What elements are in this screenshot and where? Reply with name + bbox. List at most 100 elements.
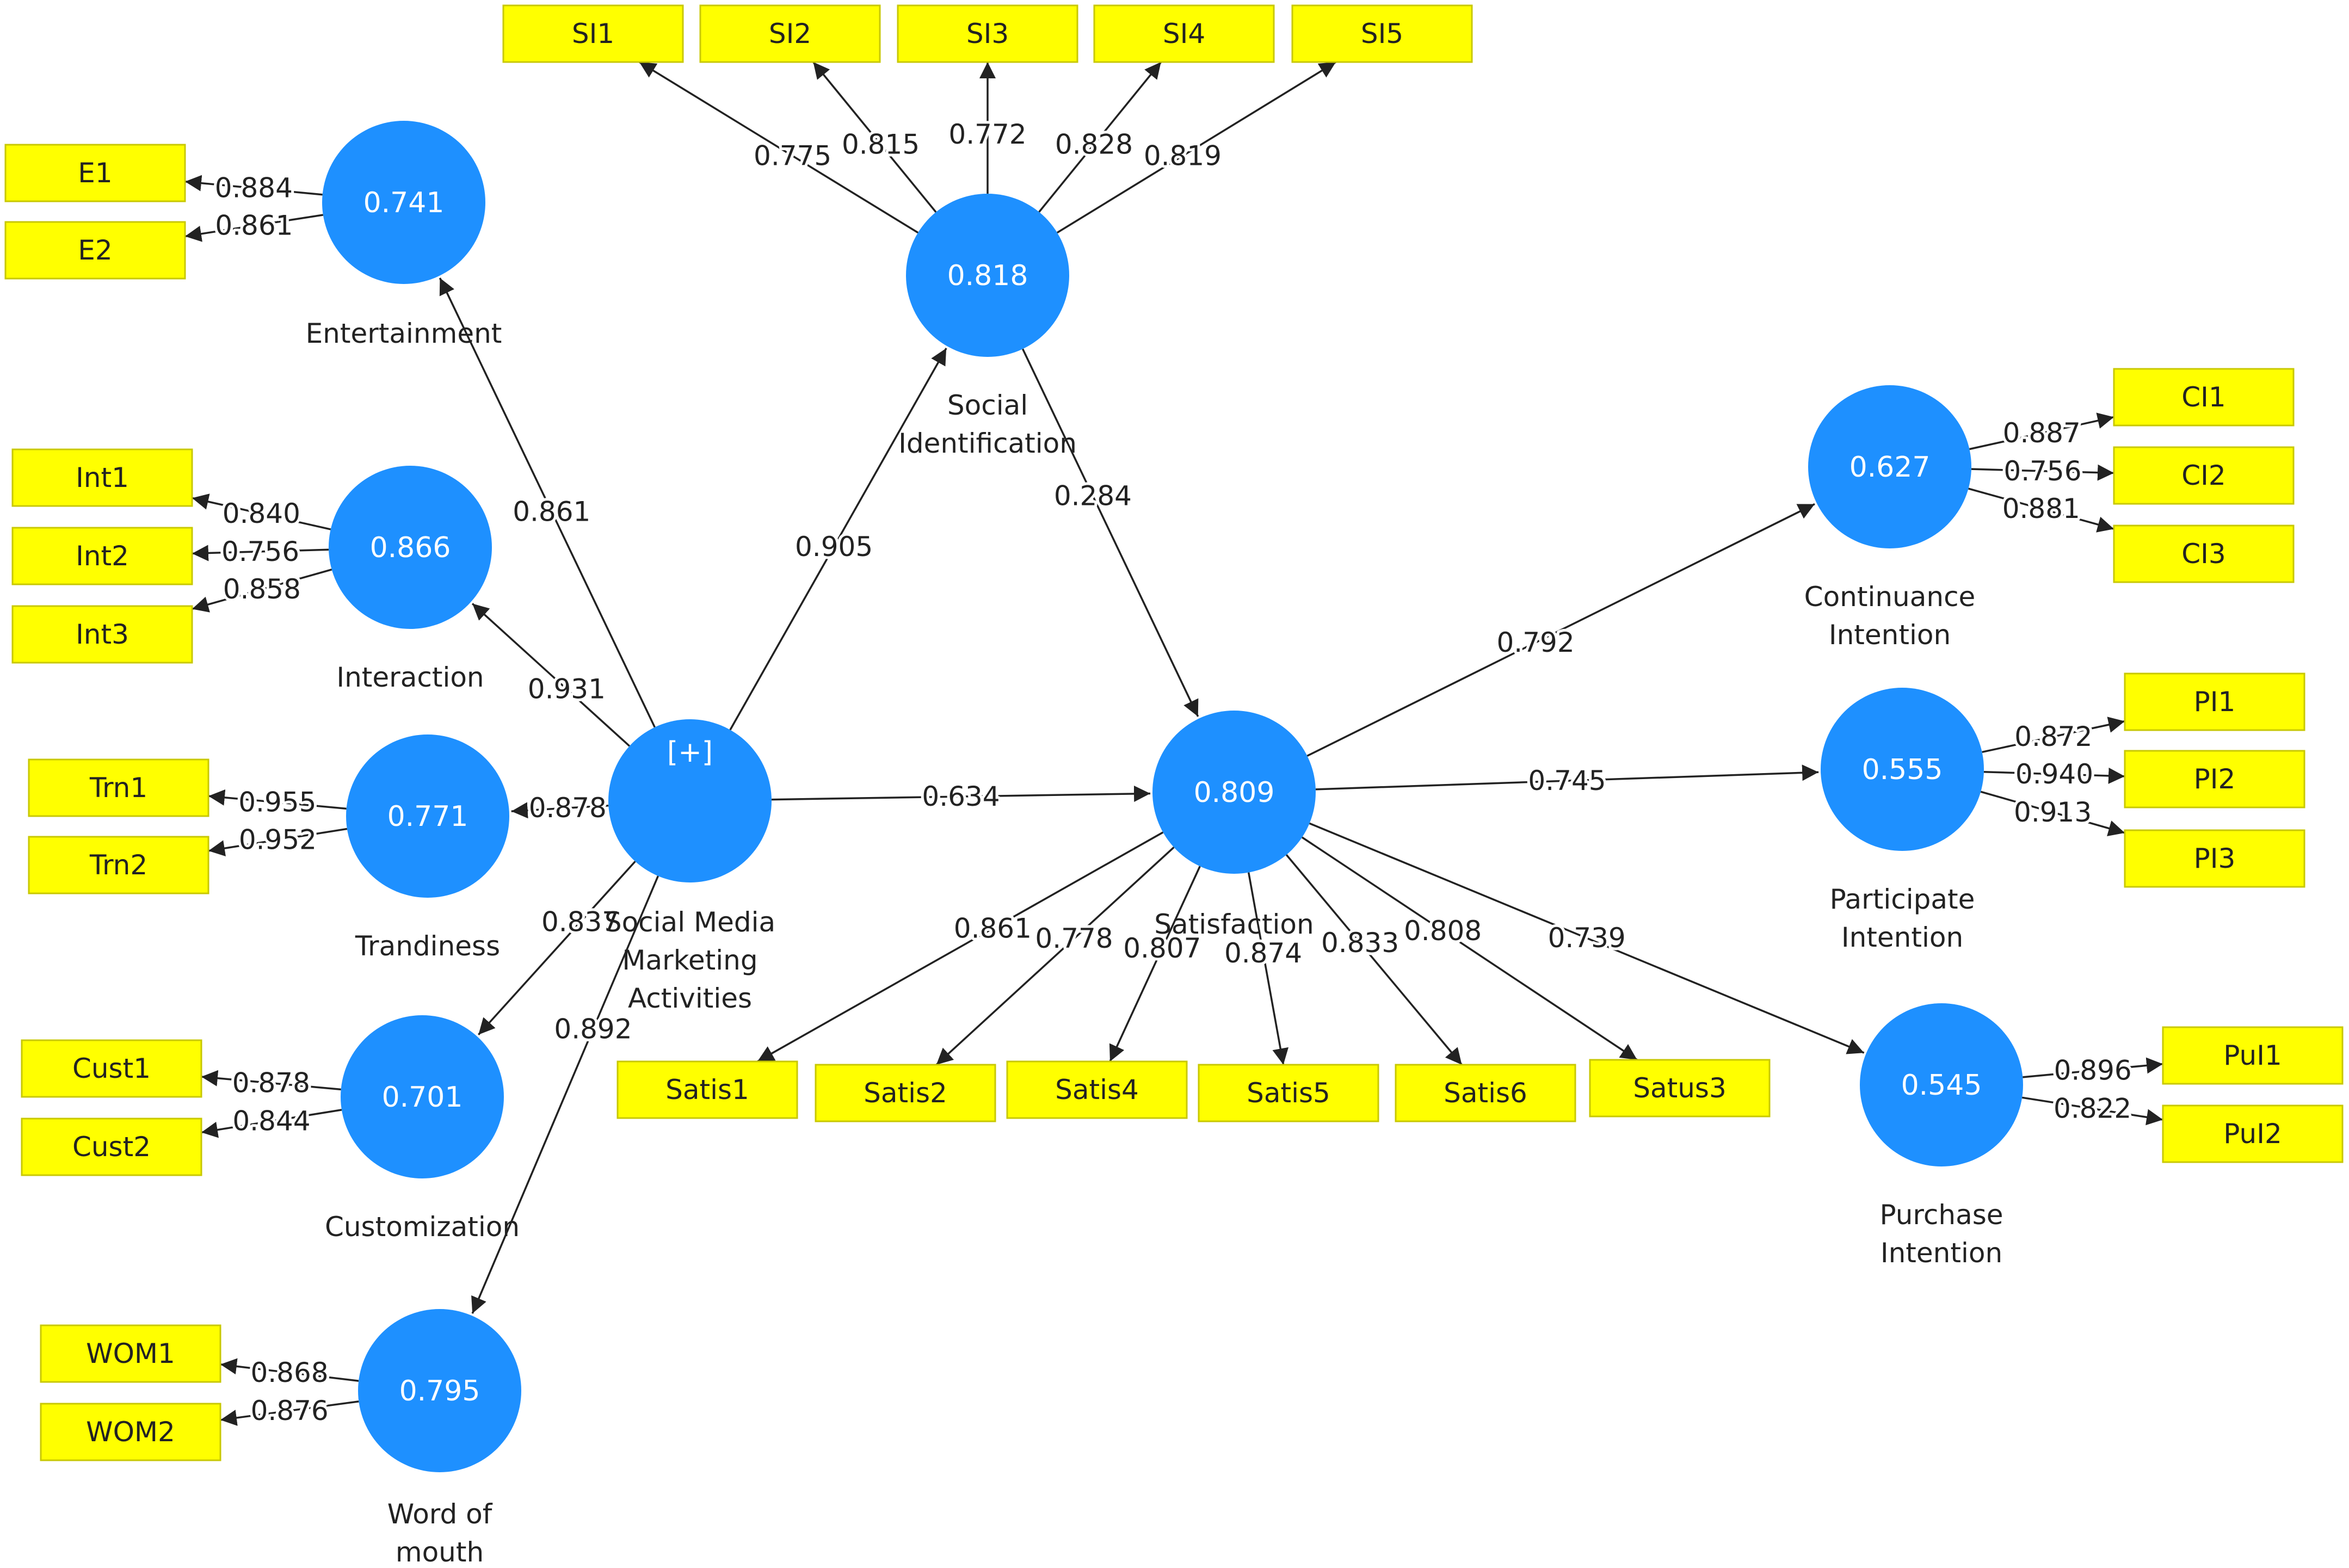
path-coefficient: 0.861 (513, 496, 590, 527)
indicator-box (4, 144, 186, 202)
r-squared-value: 0.701 (382, 1081, 463, 1114)
r-squared-value: [+] (667, 736, 713, 769)
indicator-Cust1[interactable]: Cust1 (21, 1039, 202, 1098)
indicator-PuI2[interactable]: PuI2 (2162, 1104, 2344, 1163)
indicator-label: CI2 (2181, 460, 2225, 491)
indicator-Int1[interactable]: Int1 (11, 448, 193, 507)
latent-circle (322, 121, 485, 284)
indicator-label: E2 (78, 234, 112, 266)
indicator-SI2[interactable]: SI2 (699, 4, 881, 63)
indicator-Trn1[interactable]: Trn1 (28, 758, 209, 817)
edges-layer (184, 61, 2163, 1426)
indicator-label: Int2 (76, 540, 129, 572)
indicator-box (815, 1064, 996, 1122)
r-squared-value: 0.627 (1849, 451, 1931, 484)
latent-label: mouth (396, 1536, 484, 1568)
indicator-Int3[interactable]: Int3 (11, 605, 193, 664)
indicator-label: Int3 (76, 619, 129, 650)
loading-value: 0.819 (1144, 140, 1222, 172)
indicator-E1[interactable]: E1 (4, 144, 186, 202)
indicator-box (1395, 1064, 1576, 1122)
loading-continuance-to-CI1 (1969, 412, 2114, 450)
indicator-box (11, 605, 193, 664)
path-smma-to-customization (478, 861, 636, 1035)
loading-interaction-to-Int1 (192, 493, 331, 530)
indicator-Trn2[interactable]: Trn2 (28, 836, 209, 894)
indicator-box (2162, 1026, 2344, 1085)
latent-circle (358, 1309, 521, 1472)
latent-label: Interaction (336, 662, 484, 693)
indicator-SI3[interactable]: SI3 (897, 4, 1078, 63)
indicator-box (1589, 1059, 1771, 1118)
path-coefficient: 0.284 (1054, 480, 1132, 512)
indicator-Satis6[interactable]: Satis6 (1395, 1064, 1576, 1122)
indicator-Cust2[interactable]: Cust2 (21, 1118, 202, 1176)
indicator-PI3[interactable]: PI3 (2124, 829, 2305, 888)
indicator-SI5[interactable]: SI5 (1291, 4, 1473, 63)
latent-label: Intention (1881, 1237, 2002, 1269)
indicator-SI4[interactable]: SI4 (1093, 4, 1275, 63)
loading-value: 0.887 (2003, 417, 2081, 449)
path-smma-to-entertainment (439, 277, 656, 728)
latent-label: Continuance (1804, 581, 1976, 613)
indicator-box (2113, 524, 2295, 583)
indicator-CI1[interactable]: CI1 (2113, 368, 2295, 427)
indicator-PI1[interactable]: PI1 (2124, 672, 2305, 731)
loading-value: 0.822 (2054, 1093, 2131, 1125)
indicator-WOM2[interactable]: WOM2 (40, 1403, 221, 1461)
r-squared-value: 0.741 (363, 187, 445, 219)
indicator-WOM1[interactable]: WOM1 (40, 1324, 221, 1383)
loading-entertainment-to-E1 (184, 175, 323, 196)
loading-value: 0.876 (251, 1395, 329, 1427)
indicator-PI2[interactable]: PI2 (2124, 750, 2305, 808)
loading-value: 0.840 (223, 498, 300, 529)
loading-purchase-to-PuI1 (2023, 1057, 2163, 1078)
latent-label: Activities (628, 983, 752, 1014)
indicator-Satus3[interactable]: Satus3 (1589, 1059, 1771, 1118)
indicator-E2[interactable]: E2 (4, 221, 186, 280)
indicator-box (699, 4, 881, 63)
latent-label: Customization (325, 1211, 520, 1243)
path-coefficient: 0.878 (529, 792, 607, 824)
indicator-Satis1[interactable]: Satis1 (616, 1060, 798, 1119)
r-squared-value: 0.809 (1194, 776, 1275, 809)
r-squared-value: 0.795 (399, 1375, 480, 1408)
indicator-label: PI2 (2194, 763, 2236, 795)
indicator-label: Trn2 (89, 849, 147, 881)
indicator-box (21, 1039, 202, 1098)
indicator-SI1[interactable]: SI1 (502, 4, 684, 63)
indicator-label: SI5 (1361, 18, 1403, 50)
path-satisfaction-to-purchase (1309, 822, 1865, 1054)
indicator-box (2113, 446, 2295, 505)
loading-satisfaction-to-Satis1 (757, 831, 1164, 1063)
indicator-Satis4[interactable]: Satis4 (1006, 1060, 1188, 1119)
indicator-PuI1[interactable]: PuI1 (2162, 1026, 2344, 1085)
path-smma-to-trandiness (511, 802, 609, 819)
edge-labels-layer: 0.8610.9310.8780.8370.8920.9050.6340.284… (212, 116, 2135, 1429)
indicator-CI2[interactable]: CI2 (2113, 446, 2295, 505)
loading-value: 0.775 (754, 140, 831, 172)
indicator-Satis5[interactable]: Satis5 (1198, 1064, 1379, 1122)
latent-label: Marketing (622, 944, 757, 976)
indicator-box (40, 1403, 221, 1461)
latent-label: Identification (898, 428, 1077, 459)
indicator-Int2[interactable]: Int2 (11, 527, 193, 585)
indicator-Satis2[interactable]: Satis2 (815, 1064, 996, 1122)
loading-customization-to-Cust1 (201, 1070, 341, 1091)
indicator-CI3[interactable]: CI3 (2113, 524, 2295, 583)
latent-circle (346, 734, 509, 898)
path-smma-to-wom (471, 875, 659, 1314)
indicator-label: SI1 (572, 18, 614, 50)
loading-value: 0.756 (221, 536, 299, 567)
